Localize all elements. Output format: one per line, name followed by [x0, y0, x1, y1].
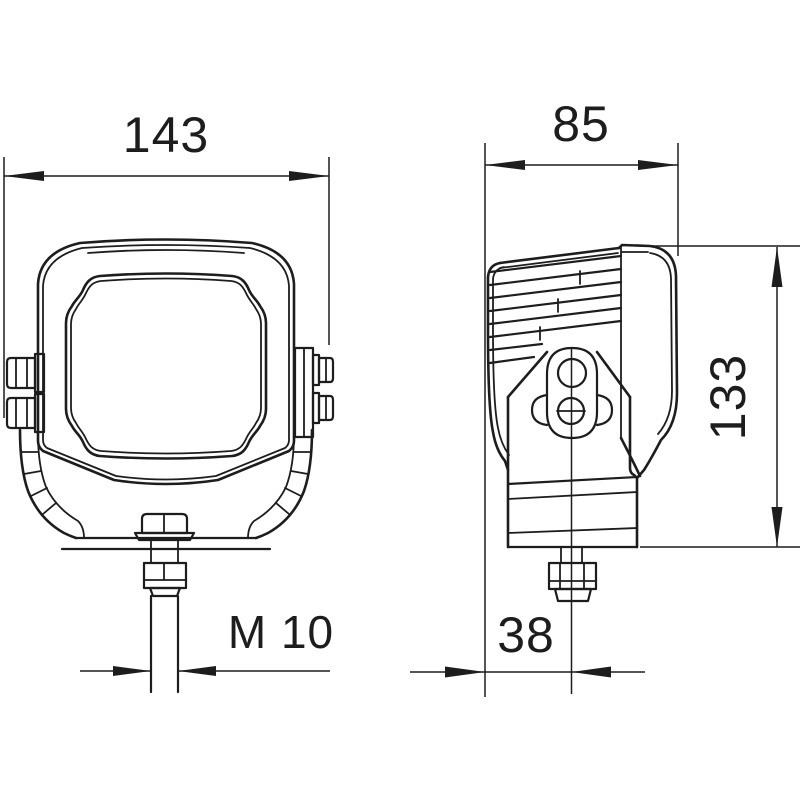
lens-outline	[64, 272, 268, 460]
mounting-stud-front	[133, 512, 196, 694]
heat-sink-fins	[488, 254, 623, 365]
mounting-bracket-front	[18, 428, 314, 551]
side-view	[486, 243, 679, 694]
bracket-side	[506, 346, 639, 549]
dimension-thread: M 10	[80, 606, 334, 676]
arrowhead-right	[638, 160, 678, 170]
dim-label-side-height: 133	[700, 354, 756, 440]
arrowhead-left	[485, 160, 525, 170]
dim-label-front-width: 143	[123, 107, 209, 163]
side-bolts-right	[293, 346, 335, 439]
thread-label: M 10	[228, 606, 334, 658]
arrowhead-left	[113, 666, 151, 676]
dim-label-stud-offset: 38	[497, 607, 555, 663]
arrowhead-left	[445, 666, 485, 678]
front-view	[5, 238, 335, 694]
base-side	[506, 475, 639, 549]
arrowhead-left	[4, 171, 44, 181]
lamp-body-outline	[36, 238, 296, 486]
dimension-front-width: 143	[3, 107, 330, 418]
side-bolts-left	[5, 352, 46, 434]
dimension-side-depth: 85	[484, 96, 679, 697]
dimension-stud-offset: 38	[410, 607, 645, 678]
arrowhead-top	[771, 247, 783, 287]
arrowhead-right	[289, 171, 329, 181]
housing-side-outline	[486, 243, 679, 480]
stud-side	[547, 546, 598, 603]
arrowhead-bottom	[771, 507, 783, 547]
dimension-side-height: 133	[640, 245, 800, 548]
dimension-annotations: 143 85 133 M 10 38	[3, 96, 800, 697]
arrowhead-right	[571, 666, 611, 678]
arrowhead-right	[178, 666, 216, 676]
dim-label-side-depth: 85	[552, 96, 610, 152]
